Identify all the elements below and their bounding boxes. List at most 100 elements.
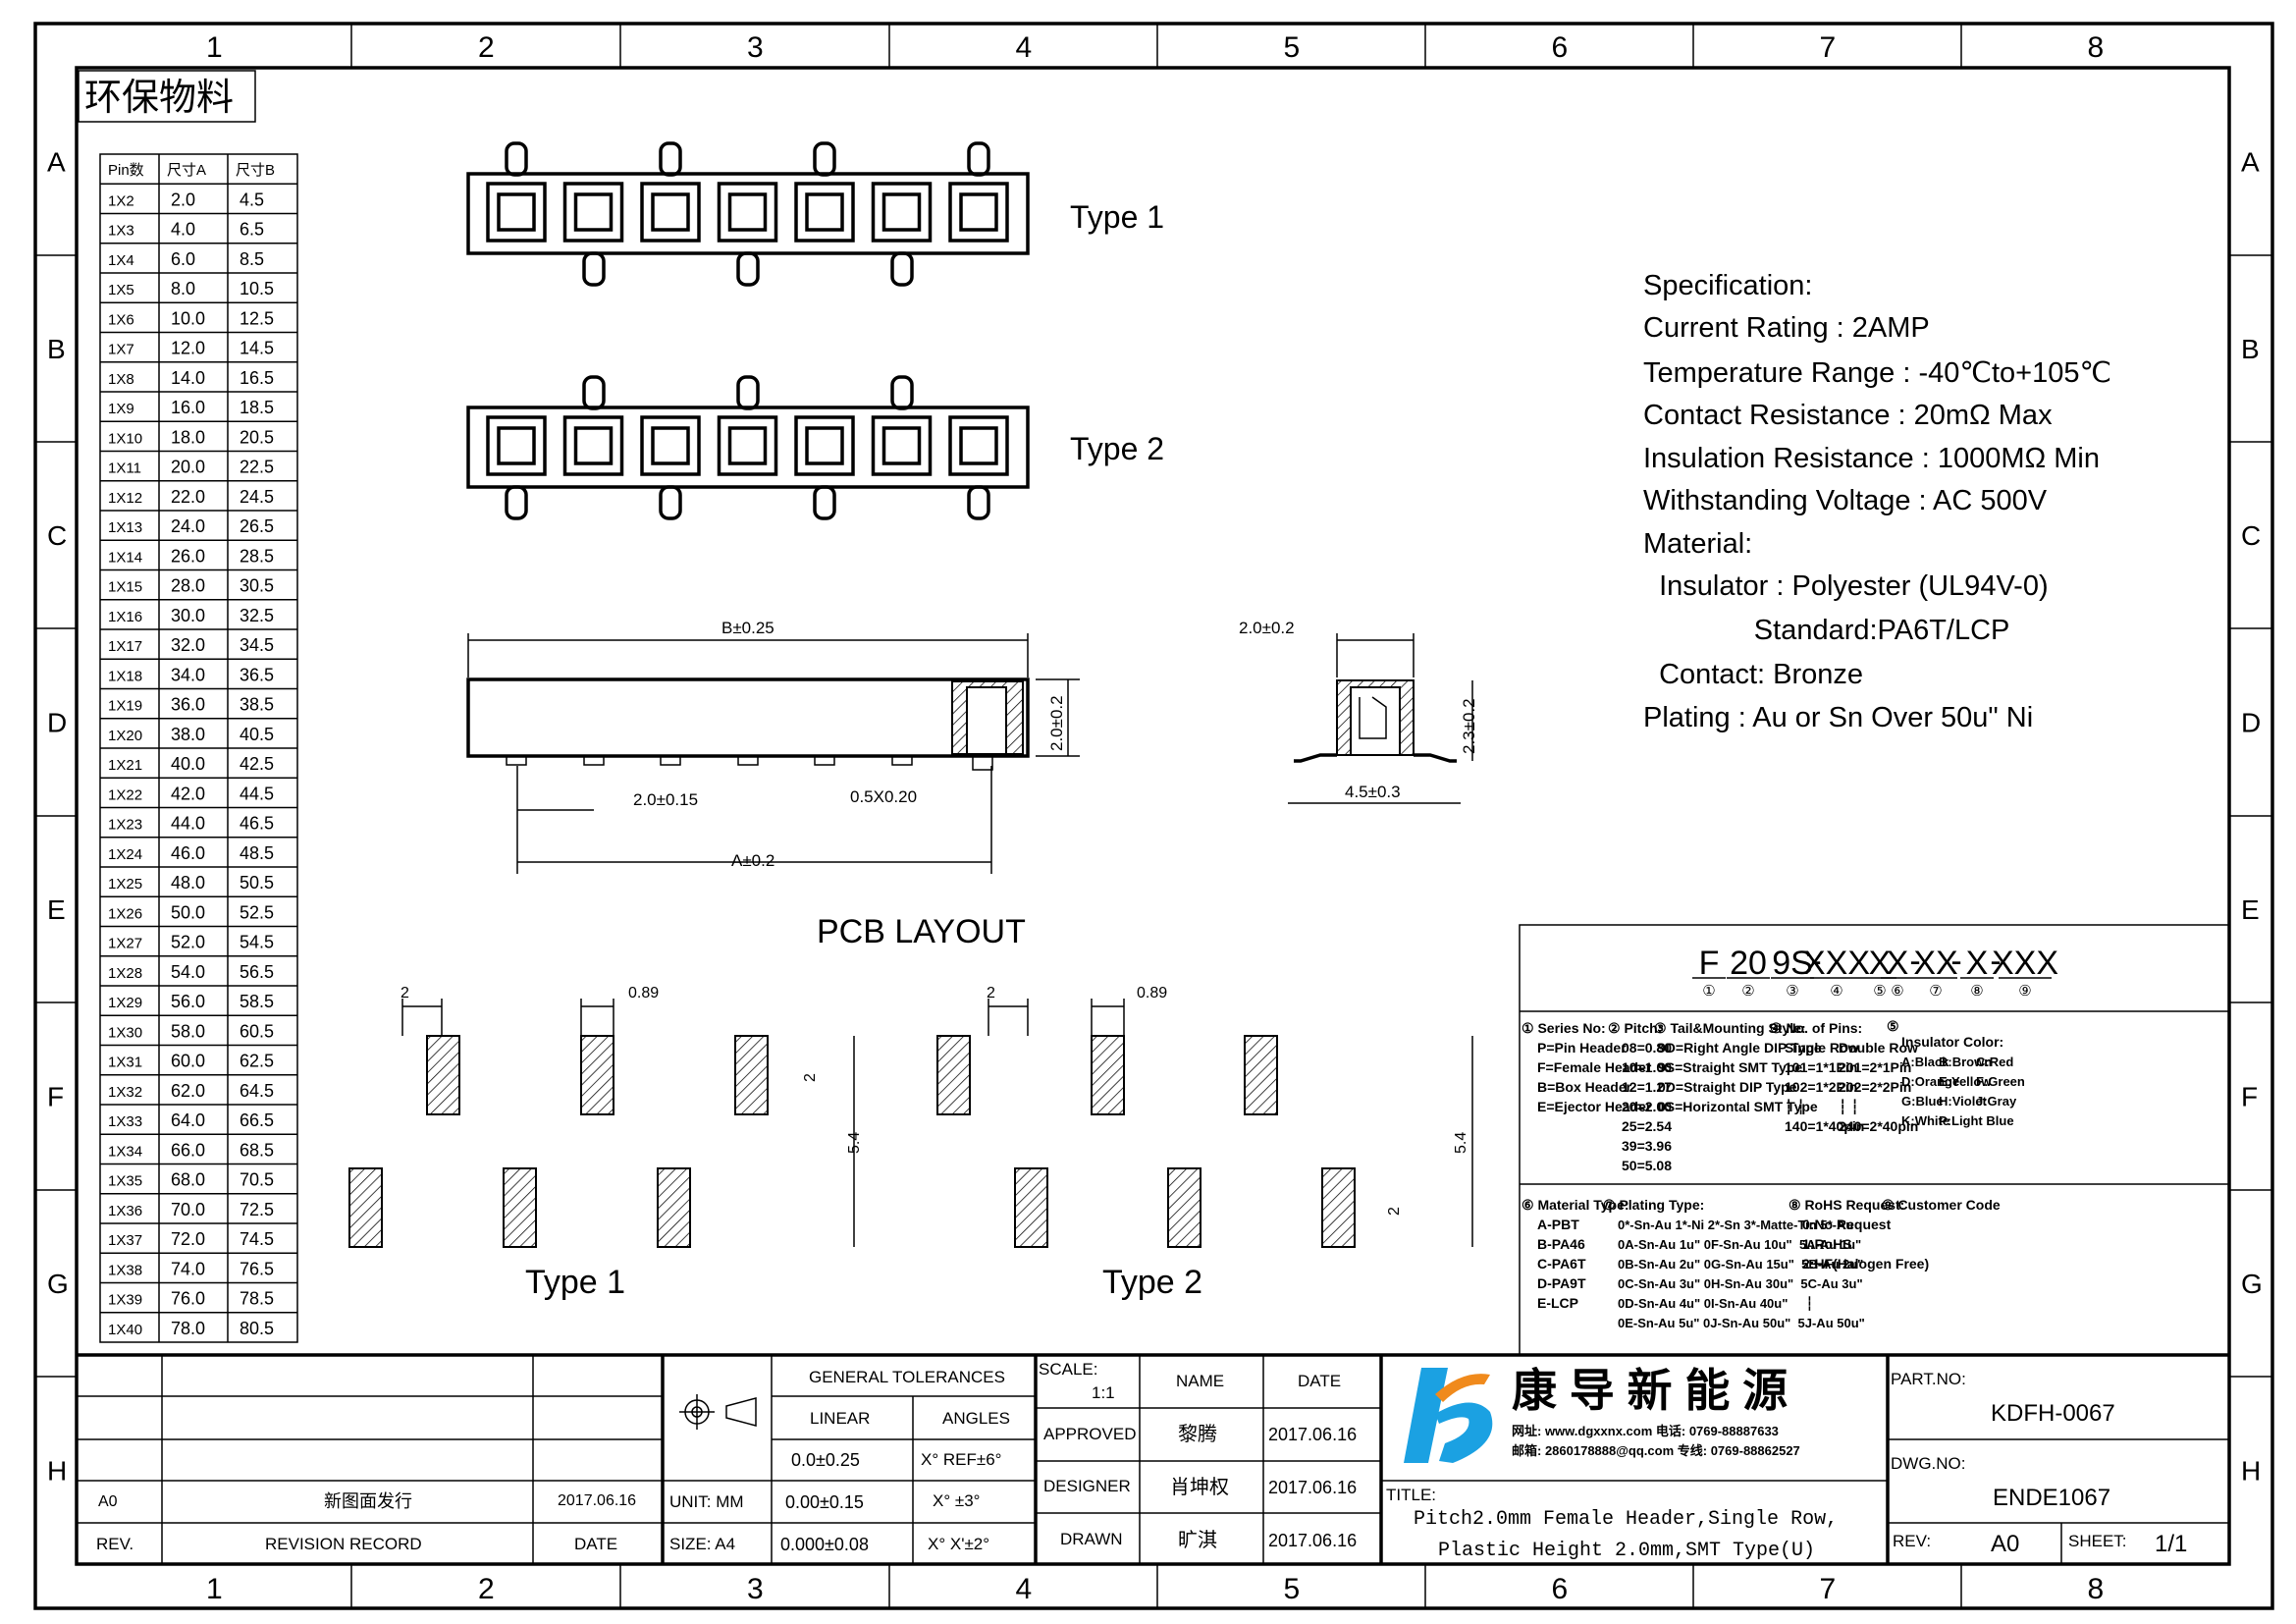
grid-row-label: A [2241, 147, 2260, 178]
legend-line: 240=2*40pin [1839, 1118, 1918, 1134]
pcb-type2-label: Type 2 [1102, 1264, 1202, 1301]
dim-side-width: 2.0±0.2 [1239, 619, 1295, 637]
table-cell: 1X2 [108, 192, 134, 209]
table-cell: 30.0 [171, 606, 205, 625]
table-cell: 1X33 [108, 1113, 142, 1130]
legend-color: H:Violet [1939, 1094, 1988, 1109]
part-code-dash: - [1810, 943, 1821, 980]
legend-plating-line: 0B-Sn-Au 2u" 0G-Sn-Au 15u" 5B-Au 2u" [1618, 1257, 1863, 1272]
table-cell: 1X30 [108, 1024, 142, 1041]
table-cell: 12.0 [171, 339, 205, 358]
part-code-marker: ⑨ [2018, 983, 2031, 1000]
title-block [77, 1353, 2229, 1564]
legend-line: 202=2*2Pin [1839, 1079, 1911, 1095]
company-contact-1: 网址: www.dgxxnx.com 电话: 0769-88887633 [1512, 1424, 1779, 1438]
legend-line: B-PA46 [1537, 1236, 1585, 1252]
table-cell: 44.5 [240, 784, 274, 803]
pcb-pad [426, 1035, 460, 1115]
title-line-2: Plastic Height 2.0mm,SMT Type(U) [1438, 1540, 1815, 1562]
company-name: 康 导 新 能 源 [1512, 1365, 1788, 1416]
grid-col-label: 5 [1284, 1573, 1301, 1605]
grid-col-label: 6 [1552, 31, 1569, 64]
table-cell: 1X26 [108, 905, 142, 922]
legend-line: 12=1.27 [1622, 1079, 1672, 1095]
dim-side-height: 2.3±0.2 [1460, 698, 1478, 754]
date-col-header: DATE [1298, 1372, 1341, 1390]
grid-row-label: C [47, 520, 67, 551]
table-cell: 22.5 [240, 458, 274, 477]
table-cell: 10.5 [240, 279, 274, 298]
part-code-segment: X [1887, 945, 1909, 982]
grid-row-label: E [2241, 894, 2260, 925]
title-label: TITLE: [1386, 1486, 1436, 1504]
legend-line: 50=5.08 [1622, 1158, 1672, 1173]
table-cell: 42.5 [240, 754, 274, 774]
table-cell: 16.5 [240, 368, 274, 388]
pcb-pad [1244, 1035, 1278, 1115]
legend-plating-line: 0*-Sn-Au 1*-Ni 2*-Sn 3*-Matte-Tin 5*-Au [1618, 1218, 1853, 1232]
contact-cell [871, 182, 933, 243]
pcb-layout-pads [348, 999, 1473, 1248]
legend-line: 140=1*40pin [1785, 1118, 1864, 1134]
table-cell: 1X21 [108, 757, 142, 774]
contact-cell [871, 415, 933, 476]
pin [659, 141, 682, 177]
legend-line: 39=3.96 [1622, 1138, 1672, 1154]
legend-line: 1:RoHS [1802, 1236, 1852, 1252]
table-cell: 1X20 [108, 728, 142, 744]
front-pin [583, 755, 605, 766]
legend-color: J:Gray [1976, 1094, 2017, 1109]
drawn-name: 旷淇 [1178, 1529, 1217, 1551]
pin [890, 251, 914, 287]
designer-label: DESIGNER [1043, 1477, 1131, 1495]
table-cell: 1X14 [108, 549, 142, 566]
legend-line: 9D=Right Angle DIP Type [1658, 1040, 1822, 1056]
pcb-pad [657, 1167, 691, 1248]
legend-line: 10=1.00 [1622, 1059, 1672, 1075]
pcb-pad [734, 1035, 769, 1115]
table-cell: 24.0 [171, 516, 205, 536]
table-cell: 34.5 [240, 635, 274, 655]
table-cell: 68.0 [171, 1170, 205, 1190]
grid-col-label: 2 [478, 31, 495, 64]
legend-line: 25=2.54 [1622, 1118, 1672, 1134]
sheet-label: SHEET: [2068, 1532, 2127, 1550]
angle-tol-3: X° X'±2° [928, 1535, 989, 1553]
contact-cell [562, 182, 624, 243]
dim-b: B±0.25 [721, 619, 774, 637]
spec-line: Specification: [1643, 270, 1813, 301]
table-cell: 78.5 [240, 1289, 274, 1309]
table-cell: 1X18 [108, 668, 142, 684]
table-cell: 4.5 [240, 189, 264, 209]
table-cell: 1X5 [108, 282, 134, 298]
dwg-no-label: DWG.NO: [1891, 1454, 1966, 1473]
table-cell: 76.5 [240, 1259, 274, 1278]
front-pin [814, 755, 835, 766]
legend-line: ① Series No: [1522, 1020, 1606, 1036]
dim-pin-size: 0.5X0.20 [850, 787, 917, 806]
table-cell: 40.5 [240, 725, 274, 744]
legend-line: Double Row [1839, 1040, 1918, 1056]
eco-label-box [78, 70, 256, 123]
table-cell: 26.0 [171, 546, 205, 566]
spec-line: Material: [1643, 528, 1752, 560]
pin [582, 251, 606, 287]
scale-label: SCALE: [1039, 1360, 1097, 1379]
pcb-type2-dim-pitch: 2 [987, 985, 995, 1001]
legend-color: A:Black [1901, 1055, 1949, 1069]
dim-height: 2.0±0.2 [1047, 695, 1066, 751]
part-code-segment: X [1966, 945, 1989, 982]
grid-row-label: H [2241, 1456, 2261, 1487]
pcb-type1-dim-pad: 0.89 [628, 985, 659, 1001]
pin [505, 141, 528, 177]
table-cell: 64.5 [240, 1081, 274, 1101]
